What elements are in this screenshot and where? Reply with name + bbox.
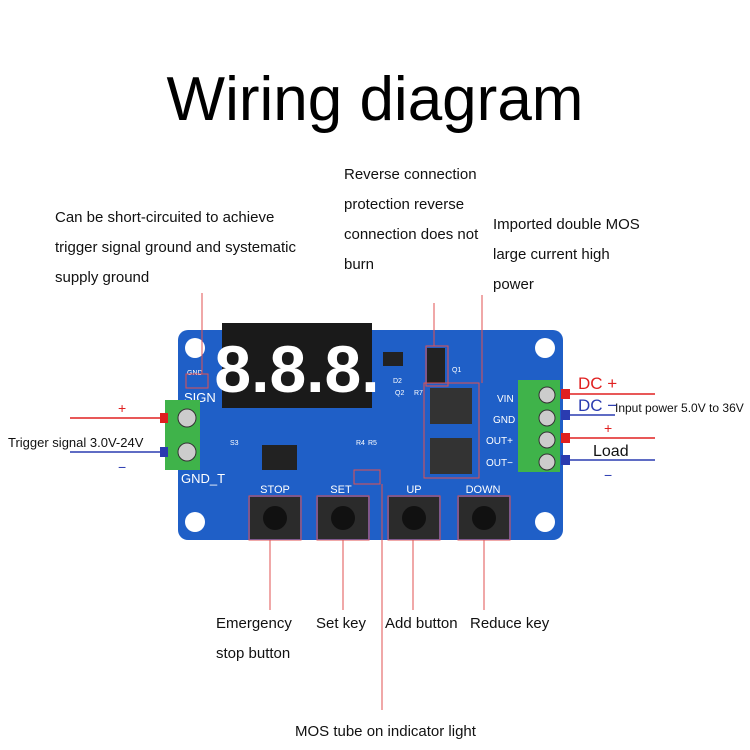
display-digits: 8.8.8.: [214, 332, 379, 406]
emergency-stop-label: Emergency stop button: [216, 615, 292, 662]
chip-label: Q1: [452, 367, 461, 374]
load-minus-sign: −: [604, 467, 612, 483]
trigger-minus-sign: −: [118, 459, 126, 475]
terminal-vin: VIN: [497, 394, 514, 405]
power-terminal-block: [518, 380, 570, 472]
input-power-label: Input power 5.0V to 36V: [615, 401, 744, 415]
set-key-label: Set key: [316, 615, 367, 632]
trigger-signal-label: Trigger signal 3.0V-24V: [8, 435, 144, 450]
diagram-title: Wiring diagram: [166, 65, 584, 134]
chip-label: Q2: [395, 390, 404, 397]
down-label: DOWN: [466, 484, 501, 496]
dc-minus-label: DC −: [578, 396, 617, 415]
chip-label: R7: [414, 390, 423, 397]
signal-terminal-block: [160, 400, 200, 470]
add-button-label: Add button: [385, 615, 458, 632]
optocoupler-chip: [262, 445, 297, 470]
terminal-gnd: GND: [493, 415, 515, 426]
mount-hole: [185, 512, 205, 532]
set-button: [316, 495, 370, 541]
load-label: Load: [593, 443, 629, 460]
reduce-key-label: Reduce key: [470, 615, 550, 632]
terminal-out-minus: OUT−: [486, 458, 513, 469]
stop-label: STOP: [260, 484, 290, 496]
terminal-out-plus: OUT+: [486, 436, 513, 447]
dc-plus-label: DC +: [578, 374, 617, 393]
mount-hole: [535, 512, 555, 532]
gnd-small-label: GND: [187, 370, 203, 377]
chip-label: D2: [393, 378, 402, 385]
chip-label: S3: [230, 440, 239, 447]
mount-hole: [535, 338, 555, 358]
indicator-callout: [353, 469, 381, 485]
mos-indicator-label: MOS tube on indicator light: [295, 723, 476, 740]
up-button: [387, 495, 441, 541]
trigger-plus-sign: +: [118, 400, 126, 416]
reverse-callout: [425, 345, 449, 387]
mos-note: Imported double MOS large current high p…: [493, 216, 640, 293]
load-plus-sign: +: [604, 420, 612, 436]
up-label: UP: [406, 484, 421, 496]
stop-button: [248, 495, 302, 541]
mosfet-2: [430, 438, 472, 474]
chip-label: R4: [356, 440, 365, 447]
gnd-t-label: GND_T: [181, 471, 225, 486]
signal-label: SIGN: [184, 390, 216, 405]
short-circuit-callout: [185, 373, 209, 389]
pcb-board: [178, 330, 563, 540]
diode-chip: [427, 348, 445, 383]
short-circuit-note: Can be short-circuited to achieve trigge…: [55, 209, 296, 286]
chip-label: R5: [368, 440, 377, 447]
mount-hole: [185, 338, 205, 358]
mos-callout: [423, 382, 480, 479]
reverse-protection-note: Reverse connection protection reverse co…: [344, 166, 479, 273]
set-label: SET: [330, 484, 352, 496]
led-display: [222, 323, 372, 408]
mosfet-1: [430, 388, 472, 424]
down-button: [457, 495, 511, 541]
regulator-chip: [383, 352, 403, 366]
